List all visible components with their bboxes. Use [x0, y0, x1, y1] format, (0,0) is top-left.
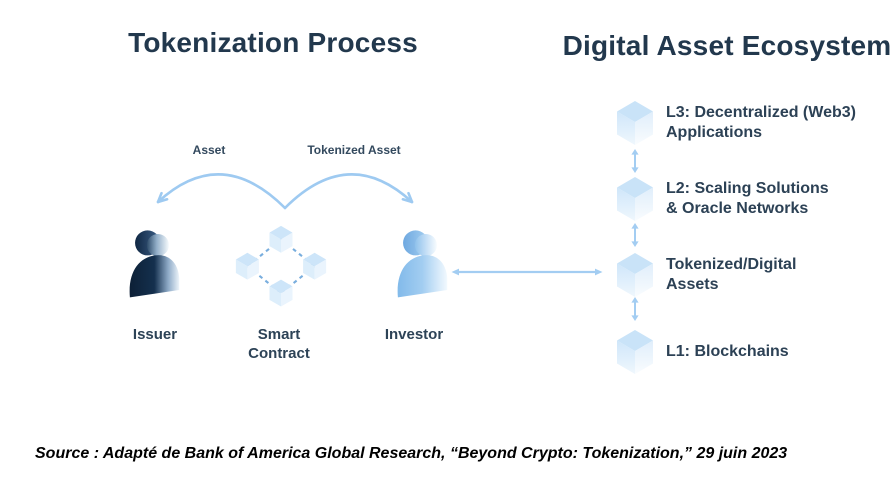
up-down-arrow-icon — [630, 148, 640, 174]
investor-label: Investor — [384, 326, 444, 343]
layer-l1-cube-icon — [617, 330, 653, 374]
smart-contract-label: Smart Contract — [248, 326, 310, 362]
up-down-arrow-icon — [630, 296, 640, 322]
up-down-arrow-icon — [630, 222, 640, 248]
tokenized-asset-flow-label: Tokenized Asset — [307, 143, 401, 157]
layer-l3-cube-icon — [617, 101, 653, 145]
right-panel-title: Digital Asset Ecosystem — [562, 30, 891, 61]
layer-tokenized-assets-cube-icon — [617, 253, 653, 297]
issuer-person-icon — [129, 230, 180, 298]
layer-l1-label: L1: Blockchains — [666, 343, 789, 360]
layer-l2-cube-icon — [617, 177, 653, 221]
curved-double-arc-arrow-icon — [156, 173, 414, 210]
investor-person-icon — [397, 230, 448, 298]
layer-tokenized-assets-label: Tokenized/Digital Assets — [666, 256, 797, 293]
smart-contract-icon — [235, 225, 327, 307]
source-attribution: Source : Adapté de Bank of America Globa… — [35, 445, 788, 462]
layer-l3-label: L3: Decentralized (Web3) Applications — [666, 104, 856, 141]
asset-flow-label: Asset — [192, 143, 226, 157]
layer-l2-label: L2: Scaling Solutions & Oracle Networks — [666, 180, 829, 217]
issuer-label: Issuer — [132, 326, 178, 343]
left-panel-title: Tokenization Process — [128, 27, 418, 58]
investor-assets-link-arrow-icon — [451, 268, 603, 276]
